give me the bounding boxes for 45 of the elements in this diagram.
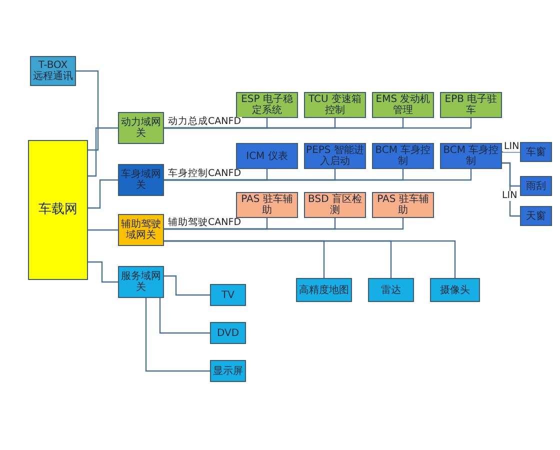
connector-line (159, 298, 210, 334)
network-box: 车载网 (28, 140, 88, 280)
ecu-box: BCM 车身控制 (440, 143, 502, 169)
connector-line (164, 118, 472, 129)
ecu-box: TCU 变速箱控制 (304, 92, 366, 118)
ecu-box: BSD 盲区检测 (304, 192, 366, 218)
connector-line (88, 229, 118, 231)
ecu-box: 摄像头 (430, 278, 480, 302)
connector-line (164, 275, 210, 296)
ecu-box: 天窗 (520, 206, 552, 226)
connector-line (145, 298, 210, 372)
bus-label: 动力总成CANFD (167, 117, 242, 127)
gateway-box: 车身域网关 (118, 164, 164, 196)
ecu-box: PAS 驻车辅助 (372, 192, 434, 218)
connector-line (164, 169, 472, 181)
ecu-box: TV (210, 284, 246, 306)
bus-label: 辅助驾驶CANFD (167, 218, 242, 228)
ecu-box: PAS 驻车辅助 (236, 192, 298, 218)
ecu-box: BCM 车身控制 (372, 143, 434, 169)
bus-label: 车身控制CANFD (167, 169, 242, 179)
connector-line (164, 240, 456, 278)
ecu-box: 车窗 (520, 142, 552, 162)
gateway-box: 服务域网关 (118, 266, 164, 298)
ecu-box: PEPS 智能进入启动 (304, 143, 366, 169)
module-box: T-BOX 远程通讯 (30, 56, 76, 86)
ecu-box: 雨刮 (520, 176, 552, 196)
connector-line (502, 162, 520, 217)
connector-line (88, 261, 118, 283)
bus-label: LIN (501, 191, 518, 201)
ecu-box: 雷达 (368, 278, 414, 302)
gateway-box: 动力域网关 (118, 112, 164, 144)
ecu-box: ESP 电子稳定系统 (236, 92, 298, 118)
connector-line (164, 218, 404, 230)
ecu-box: EMS 发动机管理 (372, 92, 434, 118)
ecu-box: 高精度地图 (296, 278, 352, 302)
connector-line (76, 70, 99, 151)
ecu-box: ICM 仪表 (236, 143, 298, 169)
ecu-box: EPB 电子驻车 (440, 92, 502, 118)
ecu-box: DVD (210, 322, 246, 344)
connector-line (88, 179, 118, 209)
gateway-box: 辅助驾驶域网关 (118, 214, 164, 246)
bus-label: LIN (503, 142, 520, 152)
connector-line (88, 127, 118, 177)
ecu-box: 显示屏 (210, 360, 246, 382)
connector-line (502, 151, 520, 153)
